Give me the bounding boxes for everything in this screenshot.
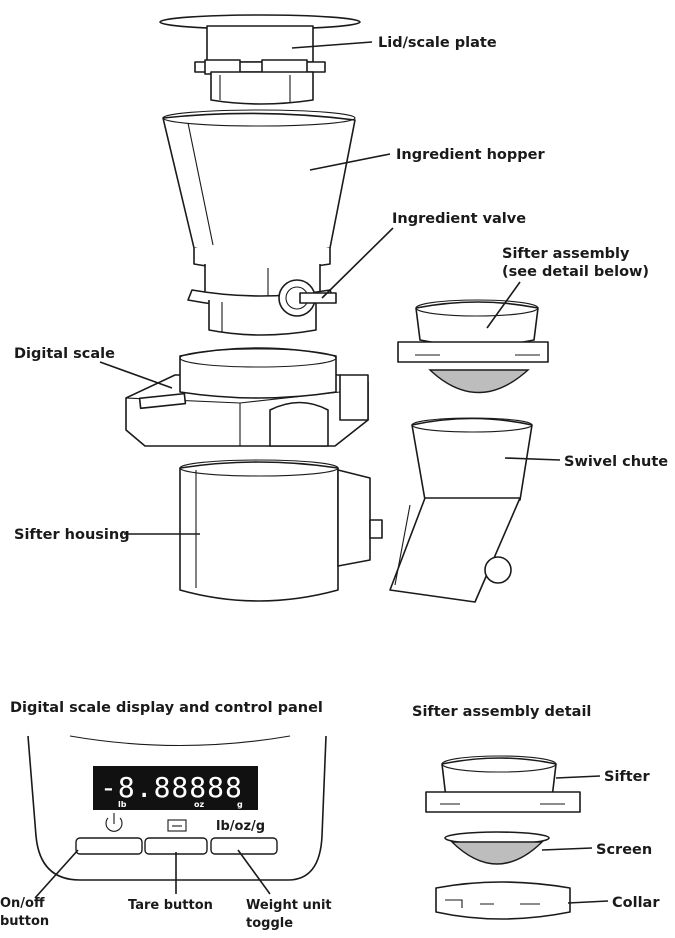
digital-scale-label: Digital scale xyxy=(14,346,115,362)
weight-unit-label-2: toggle xyxy=(246,916,293,931)
power-icon xyxy=(105,813,123,832)
hopper-label: Ingredient hopper xyxy=(396,147,545,163)
ingredient-valve xyxy=(278,279,337,317)
weight-unit-button[interactable] xyxy=(210,837,278,855)
display-value: -8.88888 xyxy=(100,771,243,804)
lcd-display xyxy=(93,766,258,810)
tare-button[interactable] xyxy=(144,837,208,855)
unit-g: g xyxy=(237,800,243,809)
sifter-housing-label: Sifter housing xyxy=(14,527,130,543)
sifter-assembly-label-2: (see detail below) xyxy=(502,264,649,280)
detail-heading: Sifter assembly detail xyxy=(412,704,591,720)
swivel-chute xyxy=(389,417,533,603)
sifter-assembly-label-1: Sifter assembly xyxy=(502,246,630,262)
lid-label: Lid/scale plate xyxy=(378,35,497,51)
lid-scale-plate xyxy=(159,14,361,105)
detail-sifter xyxy=(425,755,581,813)
digital-scale xyxy=(125,347,369,447)
weight-unit-label-1: Weight unit xyxy=(246,898,332,913)
sifter-housing xyxy=(179,459,383,602)
unit-toggle-text: lb/oz/g xyxy=(216,819,265,834)
control-panel: -8.88888 lb oz g lb/oz/g xyxy=(27,735,327,881)
tare-label: Tare button xyxy=(128,898,213,913)
valve-label: Ingredient valve xyxy=(392,211,526,227)
sifter-label: Sifter xyxy=(604,769,650,785)
tare-icon xyxy=(167,819,187,832)
detail-screen xyxy=(444,831,550,865)
collar-label: Collar xyxy=(612,895,660,911)
unit-lb: lb xyxy=(118,800,127,809)
unit-oz: oz xyxy=(194,800,204,809)
onoff-label-1: On/off xyxy=(0,896,45,911)
swivel-chute-label: Swivel chute xyxy=(564,454,668,470)
onoff-button[interactable] xyxy=(75,837,143,855)
sifter-assembly xyxy=(397,299,549,394)
onoff-label-2: button xyxy=(0,914,49,929)
panel-heading: Digital scale display and control panel xyxy=(10,700,323,716)
screen-label: Screen xyxy=(596,842,652,858)
detail-collar xyxy=(435,881,571,920)
